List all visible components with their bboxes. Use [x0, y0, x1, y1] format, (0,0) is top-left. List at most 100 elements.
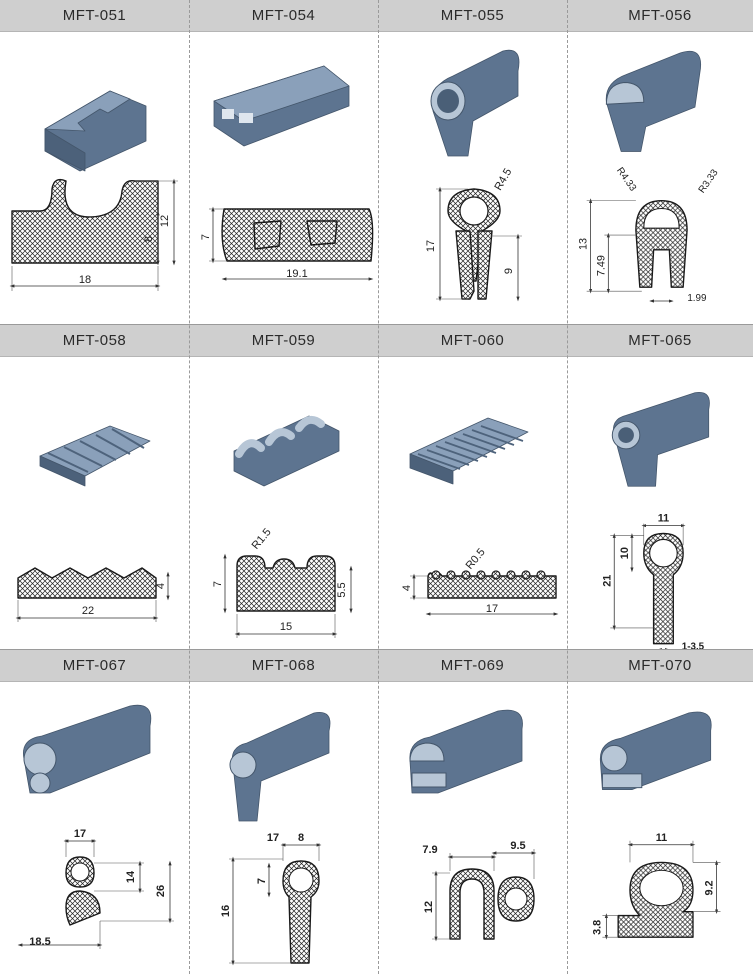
- dimension-label: 1.99: [687, 293, 706, 304]
- ridge: [79, 440, 117, 461]
- profile-cross-section: [477, 230, 493, 300]
- dimension-label: 7.9: [422, 844, 437, 856]
- dimension-label: R0.5: [464, 546, 488, 572]
- product-code: MFT-051: [0, 0, 189, 32]
- dimension-label: 19.1: [286, 268, 307, 280]
- ridge: [47, 452, 89, 473]
- profile-drawing: 18 8 12: [9, 90, 178, 291]
- dimension-label: 1-3.5: [682, 642, 705, 649]
- profile-cross-section: [17, 567, 157, 599]
- profile-drawing: 119.23.8: [591, 711, 721, 940]
- product-code: MFT-069: [378, 650, 567, 682]
- product-code: MFT-059: [189, 325, 378, 357]
- dimension-label: 11: [656, 832, 667, 844]
- dimension-label: 4: [401, 585, 413, 591]
- product-cell: MFT-069 7.9 9.5 12: [378, 650, 567, 974]
- product-code: MFT-056: [567, 0, 753, 32]
- profile-hollow: [504, 887, 528, 911]
- dimension-label: 7: [212, 581, 224, 587]
- dimension-label: 9: [503, 268, 515, 274]
- profile-bump: [521, 570, 531, 580]
- profile-end: [411, 772, 447, 788]
- dimension-label: 18.5: [29, 936, 50, 948]
- dimension-label: 4: [155, 583, 167, 589]
- profile-end: [605, 82, 645, 105]
- product-code: MFT-054: [189, 0, 378, 32]
- dimension-label: 16: [220, 905, 232, 917]
- dimension-label: 7.49: [595, 255, 607, 276]
- dimension-label: 8: [143, 236, 155, 242]
- dimension-label: 21: [601, 575, 613, 587]
- column-divider: [567, 0, 568, 974]
- ridge: [417, 453, 461, 470]
- ridge: [235, 415, 325, 458]
- profile-end: [23, 742, 57, 776]
- dimension-label: R4.33: [614, 166, 638, 194]
- profile-3d-render: [233, 415, 340, 487]
- ridge: [95, 434, 131, 455]
- dimension-label: 12: [159, 215, 171, 227]
- dimension-label: 8: [298, 832, 304, 844]
- ridge: [444, 441, 488, 458]
- profile-cross-section: [236, 555, 336, 612]
- column-divider: [189, 0, 190, 974]
- dimension-label: R4.5: [492, 166, 514, 192]
- profile-hollow: [70, 862, 90, 882]
- ridge: [480, 425, 524, 442]
- profile-3d-render: [39, 455, 86, 487]
- profile-hollow: [639, 869, 684, 907]
- profile-drawing: 19.17: [200, 65, 374, 281]
- dimension-label: 14: [125, 870, 137, 883]
- product-code: MFT-068: [189, 650, 378, 682]
- profile-bump: [536, 570, 546, 580]
- hole: [239, 113, 253, 123]
- profile-bump: [476, 570, 486, 580]
- profile-3d-render: [605, 50, 702, 152]
- profile-hollow: [288, 867, 314, 893]
- ridge: [462, 433, 506, 450]
- profile-bump: [461, 570, 471, 580]
- profile-bump: [506, 570, 516, 580]
- ridge: [426, 449, 470, 466]
- ridge: [63, 446, 103, 467]
- dimension-label: 17: [486, 603, 498, 615]
- product-code: MFT-055: [378, 0, 567, 32]
- profile-cross-section: [221, 208, 374, 262]
- ridge: [453, 437, 497, 454]
- profile-3d-render: [231, 712, 331, 822]
- profile-3d-render: [613, 391, 710, 487]
- profile-3d-render: [44, 90, 131, 132]
- dimension-label: 9.5: [510, 840, 525, 852]
- product-code: MFT-058: [0, 325, 189, 357]
- dimension-label: 17: [74, 828, 86, 840]
- dimension-label: 15: [280, 621, 292, 633]
- product-cell: MFT-051 18 8 12: [0, 0, 189, 324]
- dimension-label: R1.5: [250, 526, 274, 552]
- ridge: [471, 429, 515, 446]
- dimension-label: 12: [423, 901, 435, 913]
- ridge: [435, 445, 479, 462]
- row-divider: [0, 649, 753, 650]
- dimension-label: 17: [267, 832, 279, 844]
- profile-3d-render: [409, 453, 454, 485]
- dimension-label: 18: [79, 274, 91, 286]
